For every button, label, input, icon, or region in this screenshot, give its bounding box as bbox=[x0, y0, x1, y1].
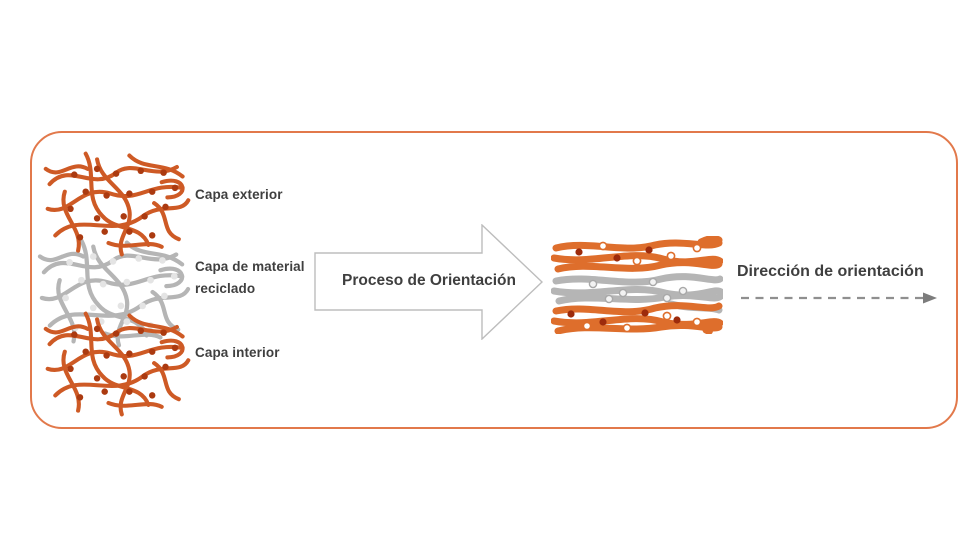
tangled-fibers-exterior-icon bbox=[42, 147, 194, 263]
tangled-fibers-interior-icon bbox=[42, 307, 194, 423]
label-proceso-de-orientacion: Proceso de Orientación bbox=[342, 272, 516, 289]
oriented-fibers-icon bbox=[551, 236, 723, 334]
process-right-arrow-icon bbox=[314, 224, 544, 340]
label-capa-material-line1: Capa de material bbox=[195, 259, 305, 274]
label-capa-material-line2: reciclado bbox=[195, 281, 256, 296]
label-capa-interior: Capa interior bbox=[195, 345, 280, 360]
dashed-right-arrow-icon bbox=[741, 292, 937, 304]
label-direccion-de-orientacion: Dirección de orientación bbox=[737, 263, 924, 280]
label-capa-exterior: Capa exterior bbox=[195, 187, 283, 202]
label-capa-material-reciclado: Capa de material reciclado bbox=[195, 256, 305, 300]
